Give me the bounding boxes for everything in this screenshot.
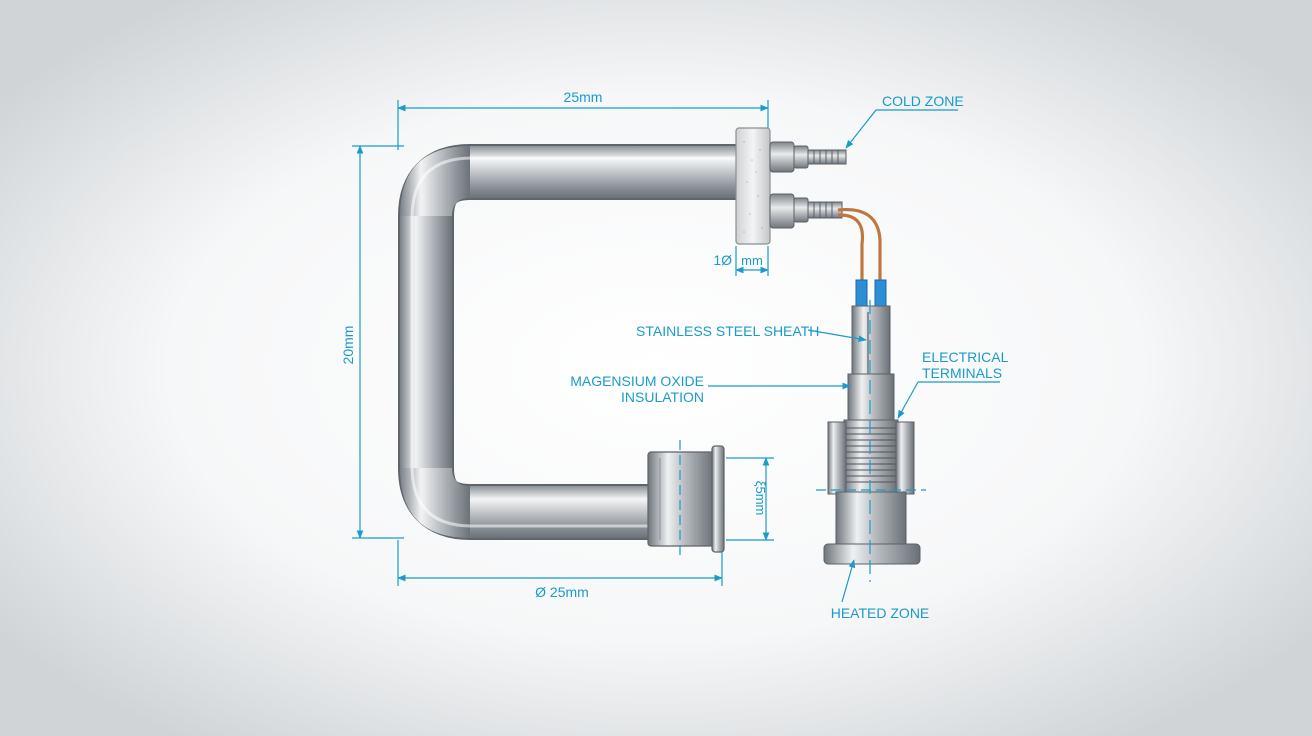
label-magnesium-oxide-1: MAGENSIUM OXIDE	[570, 373, 704, 389]
label-stainless-steel-sheath: STAINLESS STEEL SHEATH	[636, 323, 819, 339]
dim-outlet-size: ξ5mm	[753, 481, 768, 516]
dim-top-width: 25mm	[564, 89, 603, 105]
label-magnesium-oxide-2: INSULATION	[621, 389, 704, 405]
label-electrical-terminals-1: ELECTRICAL	[922, 349, 1009, 365]
threaded-terminal-lower-icon	[769, 193, 843, 229]
label-heated-zone: HEATED ZONE	[831, 605, 930, 621]
dim-left-height: 20mm	[340, 326, 356, 365]
dim-terminal-gap: 1Ø	[713, 252, 732, 268]
dimension-lines	[352, 100, 926, 586]
dim-bottom-diameter: Ø 25mm	[535, 584, 589, 600]
cross-section-fitting-icon	[823, 305, 921, 565]
leader-lines	[708, 109, 1000, 603]
threaded-terminal-icon	[769, 141, 847, 173]
u-tube-heater-icon	[398, 144, 742, 553]
dim-terminal-gap-unit: mm	[741, 253, 763, 268]
label-electrical-terminals-2: TERMINALS	[922, 365, 1002, 381]
terminal-block-icon	[735, 127, 771, 245]
label-cold-zone: COLD ZONE	[882, 93, 964, 109]
